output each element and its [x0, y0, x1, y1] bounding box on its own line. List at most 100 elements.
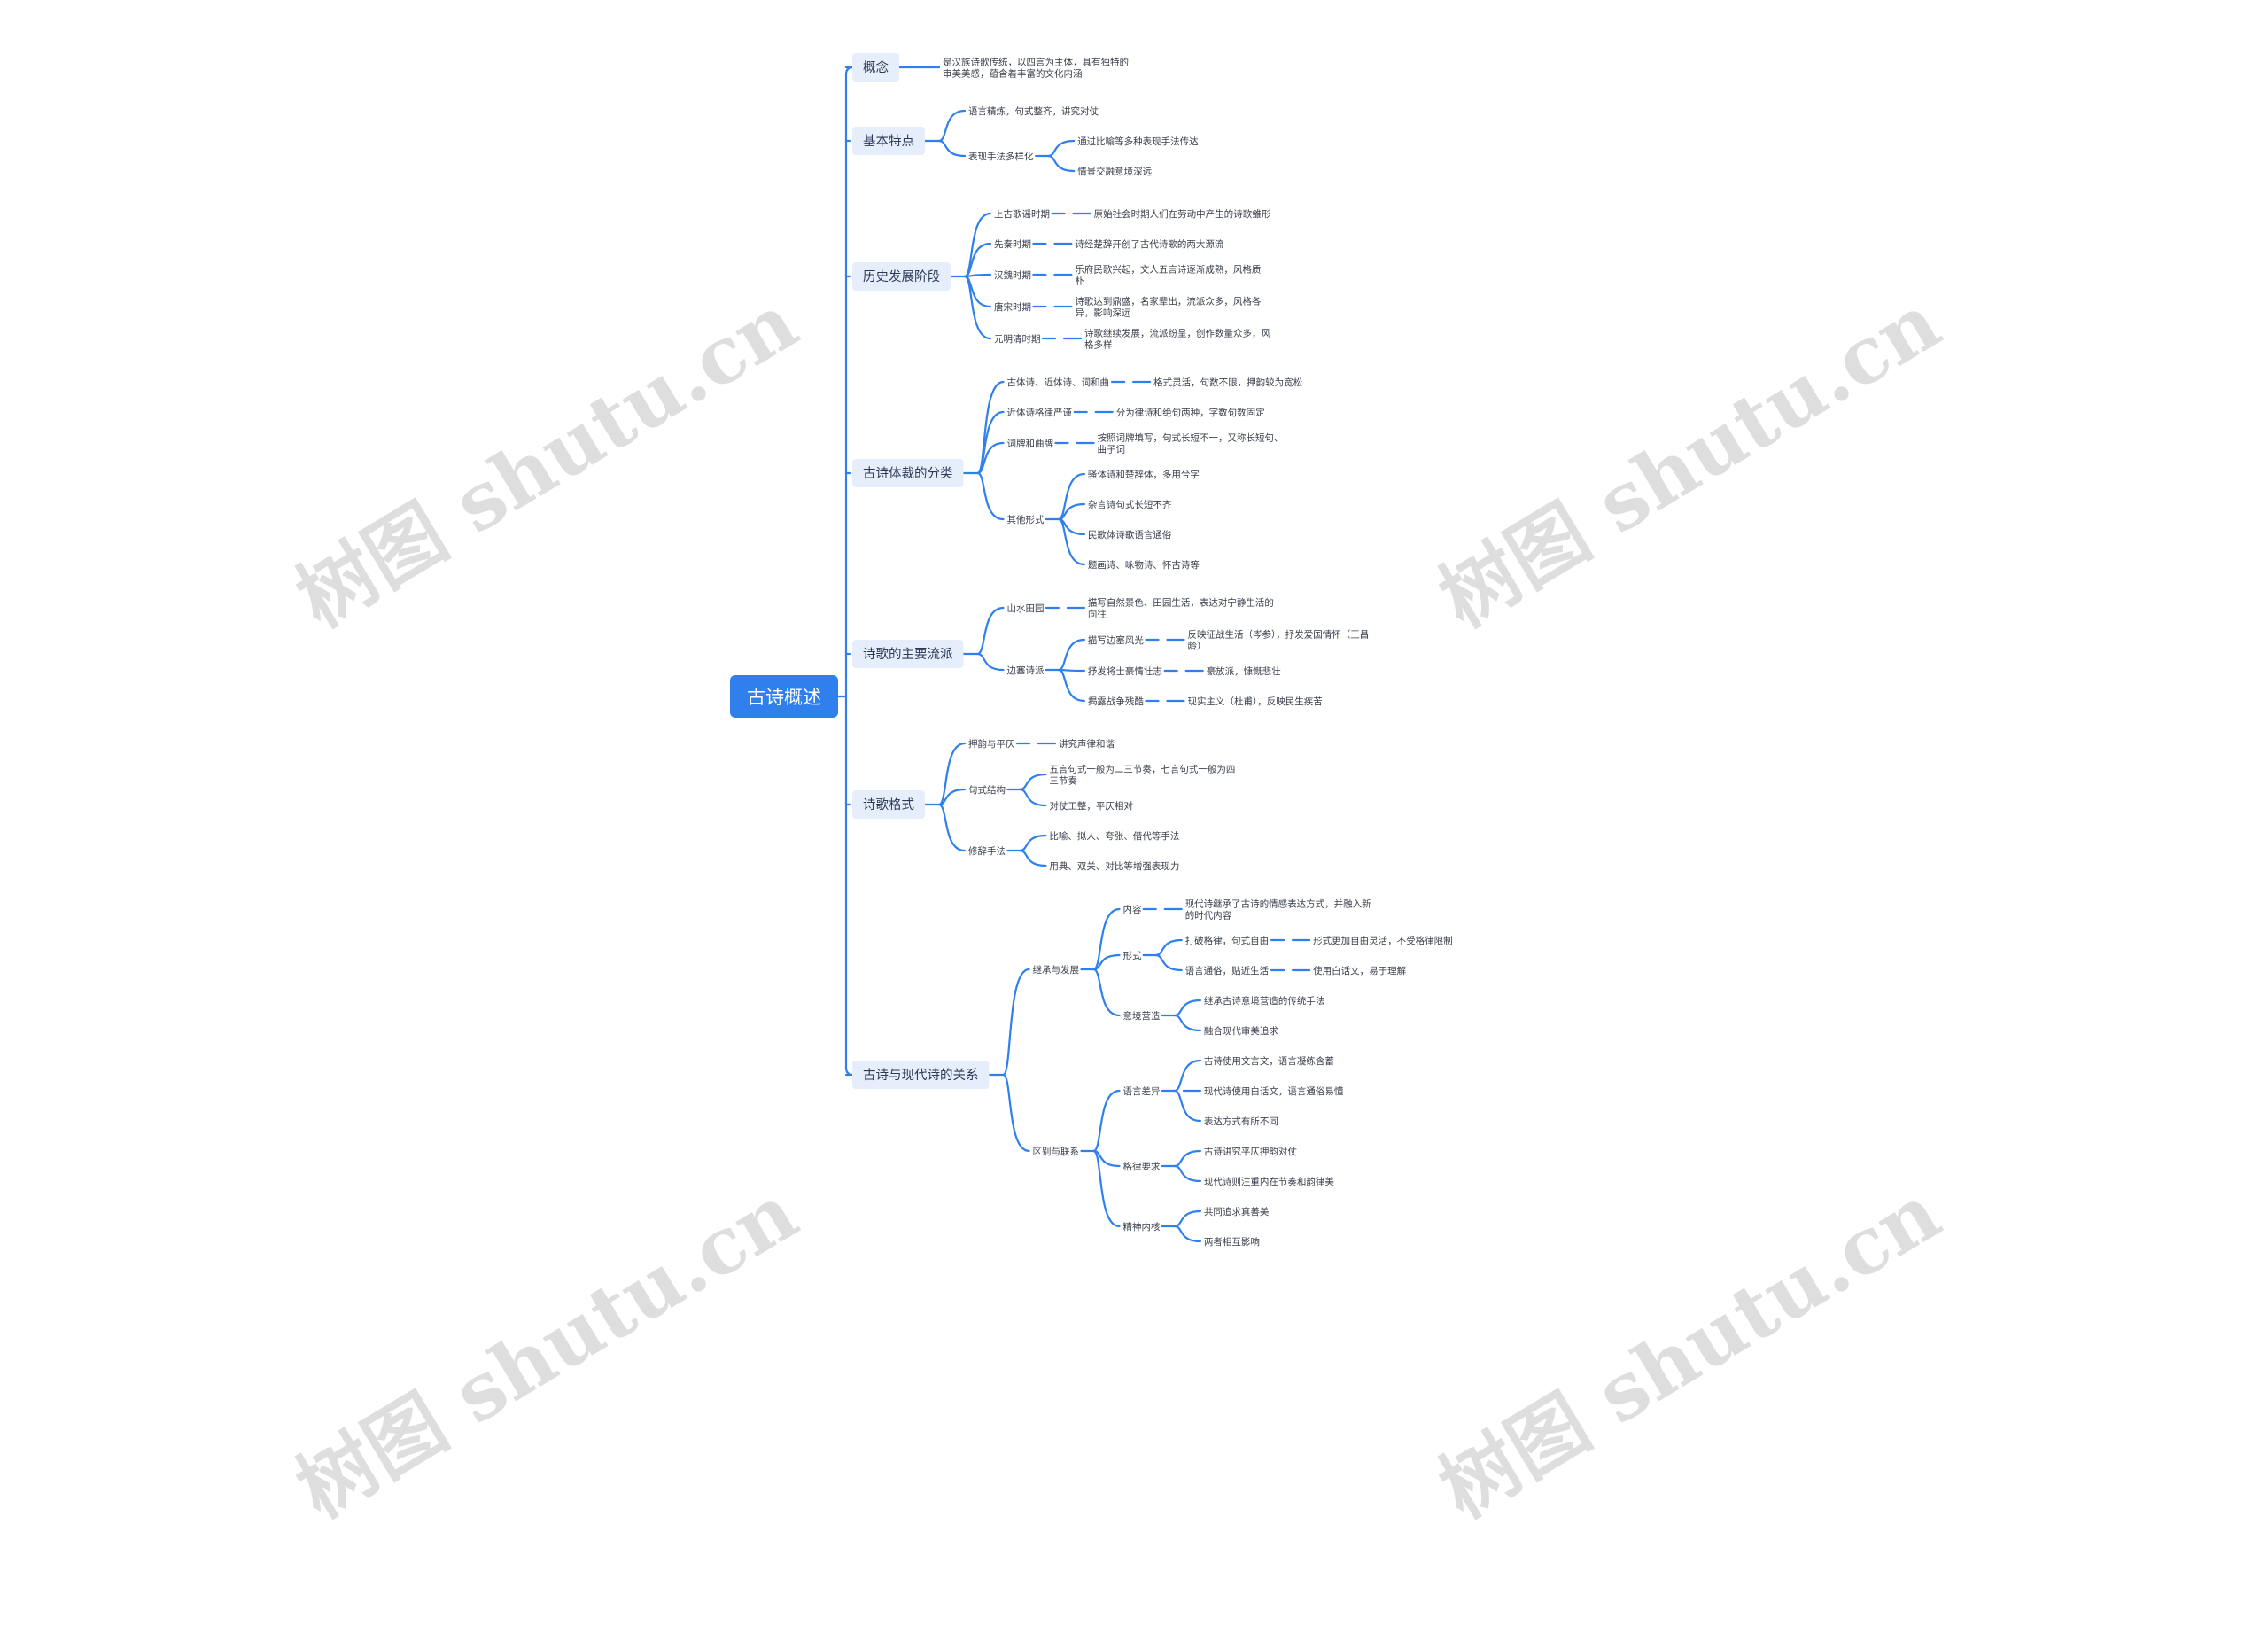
- mind-map-node[interactable]: 边塞诗派: [1007, 665, 1045, 676]
- mind-map-node[interactable]: 豪放派，慷慨悲壮: [1207, 665, 1281, 677]
- mind-map-node[interactable]: 共同追求真善美: [1204, 1206, 1270, 1217]
- mind-map-node[interactable]: 融合现代审美追求: [1204, 1025, 1278, 1037]
- mind-map-node[interactable]: 描写自然景色、田园生活，表达对宁静生活的向往: [1088, 597, 1274, 620]
- mind-map-node[interactable]: 押韵与平仄: [968, 738, 1015, 750]
- branch-node[interactable]: 基本特点: [852, 127, 925, 155]
- mind-map-node[interactable]: 语言精炼，句式整齐，讲究对仗: [968, 105, 1099, 117]
- watermark-label: 树图 shutu.cn: [1424, 276, 1955, 645]
- branch-node-box: [852, 1061, 990, 1089]
- node-label: 乐府民歌兴起，文人五言诗逐渐成熟，风格质朴: [1075, 264, 1261, 287]
- mind-map-node[interactable]: 杂言诗句式长短不齐: [1088, 499, 1172, 510]
- branch-node[interactable]: 历史发展阶段: [852, 262, 951, 291]
- node-label: 按照词牌填写，句式长短不一，又称长短句、曲子词: [1098, 432, 1284, 455]
- mind-map-node[interactable]: 打破格律，句式自由: [1185, 935, 1270, 946]
- connector: [1154, 938, 1183, 957]
- mind-map-node[interactable]: 表现手法多样化: [968, 151, 1034, 162]
- connector: [1092, 907, 1121, 971]
- mind-map-node[interactable]: 汉魏时期: [994, 269, 1031, 281]
- node-label: 是汉族诗歌传统，以四言为主体，具有独特的审美美感，蕴含着丰富的文化内涵: [943, 57, 1129, 80]
- mind-map-node[interactable]: 句式结构: [968, 784, 1006, 796]
- node-label: 题画诗、咏物诗、怀古诗等: [1088, 559, 1200, 571]
- mind-map-node[interactable]: 继承古诗意境营造的传统手法: [1204, 995, 1325, 1007]
- mind-map-node[interactable]: 内容: [1123, 904, 1143, 915]
- node-label: 原始社会时期人们在劳动中产生的诗歌雏形: [1094, 208, 1271, 220]
- mind-map-node[interactable]: 民歌体诗歌语言通俗: [1088, 529, 1172, 540]
- mind-map-node[interactable]: 词牌和曲牌: [1007, 438, 1054, 449]
- node-label: 押韵与平仄: [968, 738, 1015, 750]
- node-label: 豪放派，慷慨悲壮: [1207, 665, 1281, 677]
- node-label: 修辞手法: [968, 845, 1006, 857]
- node-label: 近体诗格律严谨: [1007, 407, 1073, 418]
- mind-map-node[interactable]: 继承与发展: [1033, 964, 1080, 976]
- mind-map-node[interactable]: 原始社会时期人们在劳动中产生的诗歌雏形: [1094, 208, 1271, 220]
- root-node[interactable]: 古诗概述: [730, 675, 838, 718]
- node-label: 现代诗使用白话文，语言通俗易懂: [1204, 1085, 1344, 1097]
- mind-map-node[interactable]: 反映征战生活（岑参），抒发爱国情怀（王昌龄）: [1188, 629, 1370, 652]
- node-label: 唐宋时期: [994, 301, 1031, 313]
- connector: [1173, 1149, 1201, 1168]
- mind-map-node[interactable]: 是汉族诗歌传统，以四言为主体，具有独特的审美美感，蕴含着丰富的文化内涵: [943, 57, 1129, 80]
- mind-map-node[interactable]: 语言通俗，贴近生活: [1185, 965, 1270, 976]
- mind-map-node[interactable]: 使用白话文，易于理解: [1313, 965, 1406, 976]
- mind-map-node[interactable]: 比喻、拟人、夸张、借代等手法: [1049, 830, 1179, 842]
- mind-map-node[interactable]: 按照词牌填写，句式长短不一，又称长短句、曲子词: [1098, 432, 1284, 455]
- connector: [1019, 849, 1047, 867]
- mind-map-node[interactable]: 骚体诗和楚辞体，多用兮字: [1088, 469, 1200, 480]
- mind-map-node[interactable]: 修辞手法: [968, 845, 1006, 857]
- mind-map-node[interactable]: 表达方式有所不同: [1204, 1116, 1278, 1127]
- mind-map-node[interactable]: 格式灵活，句数不限，押韵较为宽松: [1153, 377, 1302, 388]
- mind-map-node[interactable]: 描写边塞风光: [1088, 634, 1144, 646]
- mind-map-node[interactable]: 分为律诗和绝句两种，字数句数固定: [1116, 407, 1265, 418]
- mind-map-node[interactable]: 通过比喻等多种表现手法传达: [1077, 136, 1199, 147]
- mind-map-node[interactable]: 山水田园: [1007, 603, 1045, 614]
- mind-map-node[interactable]: 区别与联系: [1033, 1147, 1080, 1157]
- mind-map-node[interactable]: 形式更加自由灵活，不受格律限制: [1313, 935, 1453, 946]
- branch-node[interactable]: 古诗体裁的分类: [852, 459, 964, 487]
- mind-map-node[interactable]: 元明清时期: [994, 333, 1041, 345]
- mind-map-node[interactable]: 诗歌达到鼎盛，名家辈出，流派众多，风格各异，影响深远: [1075, 296, 1261, 319]
- branch-node[interactable]: 概念: [852, 53, 899, 82]
- mind-map-node[interactable]: 近体诗格律严谨: [1007, 407, 1073, 418]
- mind-map-node[interactable]: 现代诗则注重内在节奏和韵律美: [1204, 1176, 1334, 1187]
- connector: [937, 109, 967, 143]
- mind-map-node[interactable]: 抒发将士豪情壮志: [1088, 665, 1162, 677]
- mind-map-node[interactable]: 格律要求: [1123, 1161, 1161, 1172]
- mind-map-node[interactable]: 古体诗、近体诗、词和曲: [1007, 377, 1110, 388]
- mind-map-node[interactable]: 情景交融意境深远: [1077, 166, 1152, 177]
- mind-map-node[interactable]: 讲究声律和谐: [1059, 738, 1115, 750]
- branch-node[interactable]: 诗歌格式: [852, 790, 925, 819]
- mind-map-node[interactable]: 现实主义（杜甫），反映民生疾苦: [1188, 696, 1323, 707]
- mind-map-node[interactable]: 五言句式一般为二三节奏，七言句式一般为四三节奏: [1049, 764, 1235, 787]
- mind-map-node[interactable]: 揭露战争残酷: [1088, 696, 1144, 707]
- mind-map-node[interactable]: 用典、双关、对比等增强表现力: [1049, 860, 1179, 872]
- mind-map-node[interactable]: 先秦时期: [994, 238, 1031, 250]
- node-label: 形式: [1123, 950, 1143, 961]
- mind-map-node[interactable]: 现代诗使用白话文，语言通俗易懂: [1204, 1085, 1344, 1097]
- mind-map-node[interactable]: 形式: [1123, 950, 1143, 961]
- mind-map-node[interactable]: 现代诗继承了古诗的情感表达方式，并融入新的时代内容: [1185, 898, 1371, 921]
- mind-map-node[interactable]: 题画诗、咏物诗、怀古诗等: [1088, 559, 1200, 571]
- branch-node[interactable]: 诗歌的主要流派: [852, 640, 964, 668]
- mind-map-node[interactable]: 精神内核: [1123, 1221, 1161, 1233]
- mind-map-node[interactable]: 语言差异: [1123, 1085, 1161, 1097]
- mind-map-node[interactable]: 其他形式: [1007, 514, 1045, 525]
- connector: [976, 471, 1005, 521]
- mind-map-node[interactable]: 意境营造: [1123, 1010, 1161, 1022]
- mind-map-node[interactable]: 乐府民歌兴起，文人五言诗逐渐成熟，风格质朴: [1075, 264, 1261, 287]
- connector: [976, 606, 1005, 656]
- mind-map-node[interactable]: 上古歌谣时期: [994, 208, 1050, 220]
- mind-map-node[interactable]: 两者相互影响: [1204, 1236, 1260, 1248]
- node-label: 其他形式: [1007, 514, 1045, 525]
- mind-map-node[interactable]: 古诗讲究平仄押韵对仗: [1204, 1146, 1297, 1157]
- mind-map-node[interactable]: 对仗工整，平仄相对: [1049, 800, 1133, 812]
- node-label: 比喻、拟人、夸张、借代等手法: [1049, 830, 1179, 842]
- mind-map-node[interactable]: 唐宋时期: [994, 301, 1031, 313]
- mind-map-node[interactable]: 诗经楚辞开创了古代诗歌的两大源流: [1075, 238, 1223, 250]
- node-label: 上古歌谣时期: [994, 208, 1050, 220]
- mind-map-node[interactable]: 古诗使用文言文，语言凝练含蓄: [1204, 1055, 1334, 1067]
- branch-node[interactable]: 古诗与现代诗的关系: [852, 1061, 990, 1089]
- node-label: 表现手法多样化: [968, 151, 1034, 162]
- connector: [1173, 1089, 1201, 1123]
- mind-map-node[interactable]: 诗歌继续发展，流派纷呈，创作数量众多，风格多样: [1084, 328, 1270, 351]
